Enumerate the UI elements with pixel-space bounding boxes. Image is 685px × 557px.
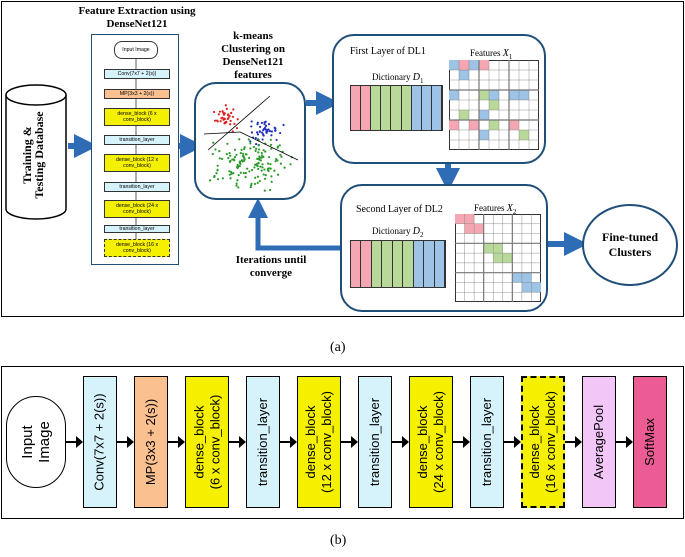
mini-input-image: Input Image <box>114 41 158 59</box>
dictionary-atom <box>371 241 383 287</box>
mini-dense-block-2: dense_block (12 x conv_block) <box>104 154 170 172</box>
dictionary-atom <box>351 241 362 287</box>
dl2-dictionary-matrix <box>350 240 446 288</box>
dictionary-atom <box>434 241 445 287</box>
layer-label: Conv(7x7 + 2(s)) <box>92 393 108 491</box>
dictionary-atom <box>381 86 392 130</box>
layer-label: (24 x conv_block) <box>431 391 447 493</box>
dl1-features-label: Features X1 <box>470 48 513 61</box>
dictionary-atom <box>392 241 404 287</box>
layer-label: transition_layer <box>255 397 270 487</box>
finetuned-clusters-ellipse: Fine-tuned Clusters <box>582 204 678 286</box>
kmeans-scatter-plot <box>203 95 299 192</box>
dictionary-atom <box>413 241 425 287</box>
layer-box-4: dense_block(12 x conv_block) <box>297 376 341 508</box>
layer-box-9: AveragePool <box>582 376 616 508</box>
layer-label: transition_layer <box>367 397 382 487</box>
mini-dense-block-4: dense_block (16 x conv_block) <box>104 239 170 257</box>
dictionary-atom <box>371 86 382 130</box>
layer-label: AveragePool <box>591 404 606 480</box>
dl1-title: First Layer of DL1 <box>350 46 426 57</box>
mini-conv: Conv(7x7 + 2(s)) <box>104 69 170 79</box>
mini-transition-1: transition_layer <box>104 135 170 145</box>
input-image-node: Input Image <box>6 396 66 488</box>
dictionary-atom <box>403 241 414 287</box>
dl2-features-label: Features X2 <box>474 203 517 216</box>
dictionary-atom <box>424 241 435 287</box>
layer-box-6: dense_block(24 x conv_block) <box>409 376 453 508</box>
layer-label: dense_block <box>415 405 431 479</box>
caption-a: (a) <box>330 340 346 355</box>
mini-network-connectors <box>135 59 137 239</box>
caption-b: (b) <box>330 533 347 548</box>
layer-label: dense_block <box>527 405 543 479</box>
layer-label: dense_block <box>303 405 319 479</box>
dl1-dictionary-label: Dictionary D1 <box>372 72 424 85</box>
dictionary-atom <box>411 86 422 130</box>
dictionary-atom <box>361 86 372 130</box>
dictionary-atom <box>401 86 412 130</box>
layer-label: (16 x conv_block) <box>543 391 559 493</box>
arrow-iteration-loop <box>248 198 340 251</box>
dictionary-atom <box>382 241 393 287</box>
mini-network-frame: Input Image Conv(7x7 + 2(s)) MP(3x3 + 2(… <box>91 34 179 265</box>
panel-a-arrows <box>68 91 588 256</box>
layer-box-3: transition_layer <box>246 376 280 508</box>
layer-label: transition_layer <box>479 397 494 487</box>
dictionary-atom <box>431 86 442 130</box>
dl1-dictionary-matrix <box>350 85 443 131</box>
dl2-title: Second Layer of DL2 <box>356 204 443 215</box>
layer-label: MP(3x3 + 2(s)) <box>143 398 159 486</box>
mini-maxpool: MP(3x3 + 2(s)) <box>104 89 170 99</box>
dictionary-atom <box>421 86 432 130</box>
database-label: Training & Testing Database <box>20 111 46 199</box>
dl1-features-matrix <box>449 60 539 150</box>
iterations-label: Iterations until converge <box>235 254 307 279</box>
kmeans-title: k-means Clustering on DenseNet121 featur… <box>221 30 285 81</box>
mini-transition-2: transition_layer <box>104 182 170 192</box>
mini-transition-3: transition_layer <box>104 225 170 233</box>
dictionary-atom <box>351 86 362 130</box>
layer-box-1: MP(3x3 + 2(s)) <box>134 376 168 508</box>
dl2-features-matrix <box>455 214 541 302</box>
layer-label: dense_block <box>191 405 206 479</box>
layer-label: (6 x conv_block) <box>207 394 222 490</box>
layer-box-7: transition_layer <box>470 376 504 508</box>
layer-box-5: transition_layer <box>358 376 392 508</box>
dictionary-atom <box>391 86 402 130</box>
feature-extraction-title: Feature Extraction using DenseNet121 <box>78 5 196 30</box>
dl2-dictionary-label: Dictionary D2 <box>372 226 424 239</box>
layer-label: (12 x conv_block) <box>319 391 335 493</box>
layer-box-2: dense_block(6 x conv_block) <box>185 376 229 508</box>
layer-box-0: Conv(7x7 + 2(s)) <box>83 376 117 508</box>
layer-label: SoftMax <box>642 418 657 466</box>
layer-box-10: SoftMax <box>633 376 667 508</box>
dictionary-atom <box>361 241 372 287</box>
database-cylinder <box>5 84 67 220</box>
panel-b-arrows <box>66 436 633 448</box>
layer-box-8: dense_block(16 x conv_block) <box>521 376 565 508</box>
mini-dense-block-3: dense_block (24 x conv_block) <box>104 200 170 218</box>
mini-dense-block-1: dense_block (6 x conv_block) <box>104 108 170 126</box>
